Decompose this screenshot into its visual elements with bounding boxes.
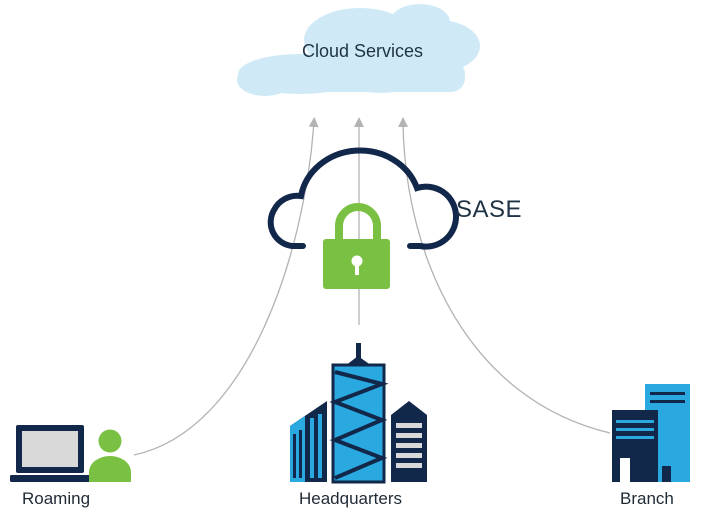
cloud-icon — [237, 4, 480, 96]
branch-building-icon — [612, 384, 690, 482]
sase-label: SASE — [456, 196, 523, 223]
user-icon — [89, 429, 131, 482]
roaming-arrow — [133, 117, 319, 456]
branch-label: Branch — [620, 489, 674, 508]
laptop-icon — [10, 425, 90, 482]
lock-icon — [323, 203, 390, 289]
roaming-label: Roaming — [22, 489, 91, 508]
headquarters-label: Headquarters — [299, 489, 403, 508]
headquarters-building-icon — [290, 343, 427, 484]
cloud-services-label: Cloud Services — [302, 41, 424, 61]
sase-cloud-icon — [267, 147, 459, 250]
branch-arrow — [398, 117, 611, 434]
